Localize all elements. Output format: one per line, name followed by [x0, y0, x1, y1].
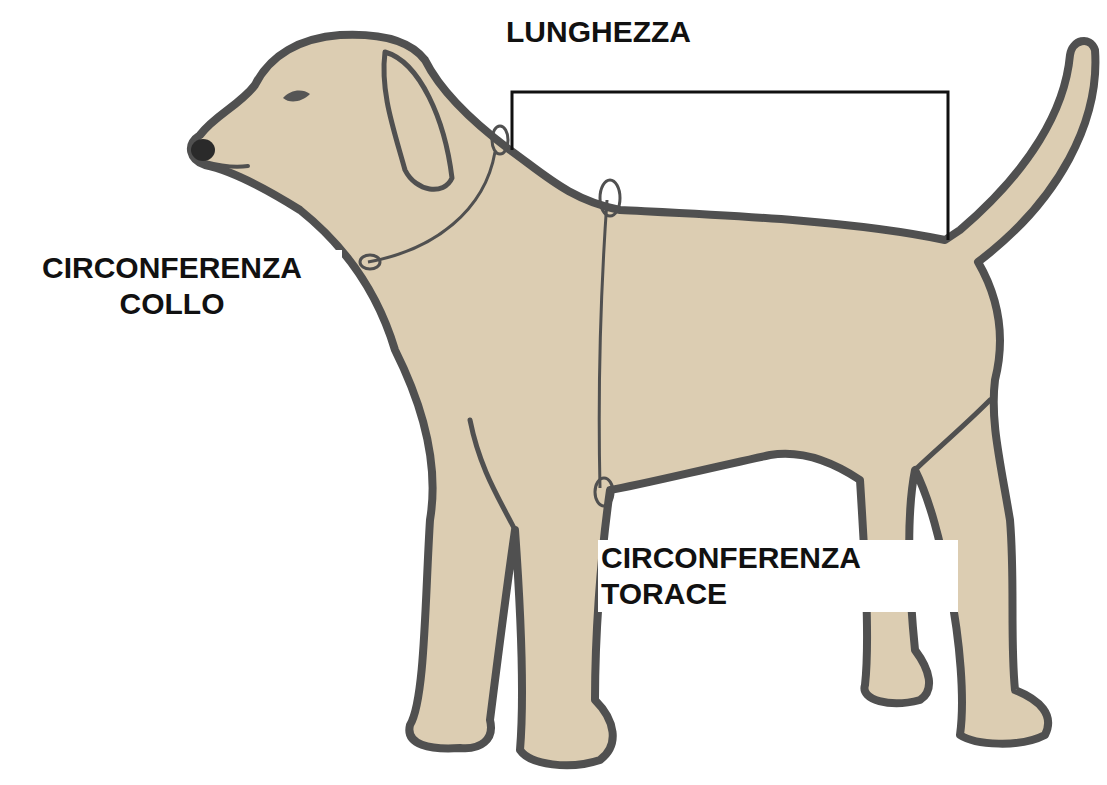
chest-label: CIRCONFERENZA TORACE: [598, 540, 958, 612]
neck-measure-end: [492, 126, 508, 154]
neck-measure-end: [360, 255, 380, 269]
chest-measure-end: [595, 478, 613, 506]
mouth-line: [205, 162, 248, 167]
neck-measure-line: [368, 152, 495, 262]
front-leg-line: [470, 420, 515, 530]
neck-label: CIRCONFERENZA COLLO: [2, 250, 342, 322]
length-label: LUNGHEZZA: [503, 14, 694, 50]
length-bracket: [512, 92, 948, 240]
dog-ear: [384, 52, 452, 189]
dog-eye: [283, 91, 310, 102]
chest-measure-end: [600, 180, 620, 216]
hind-leg-line: [915, 400, 990, 470]
dog-body: [191, 35, 1095, 766]
dog-nose: [191, 139, 215, 161]
chest-measure-line: [599, 200, 607, 488]
